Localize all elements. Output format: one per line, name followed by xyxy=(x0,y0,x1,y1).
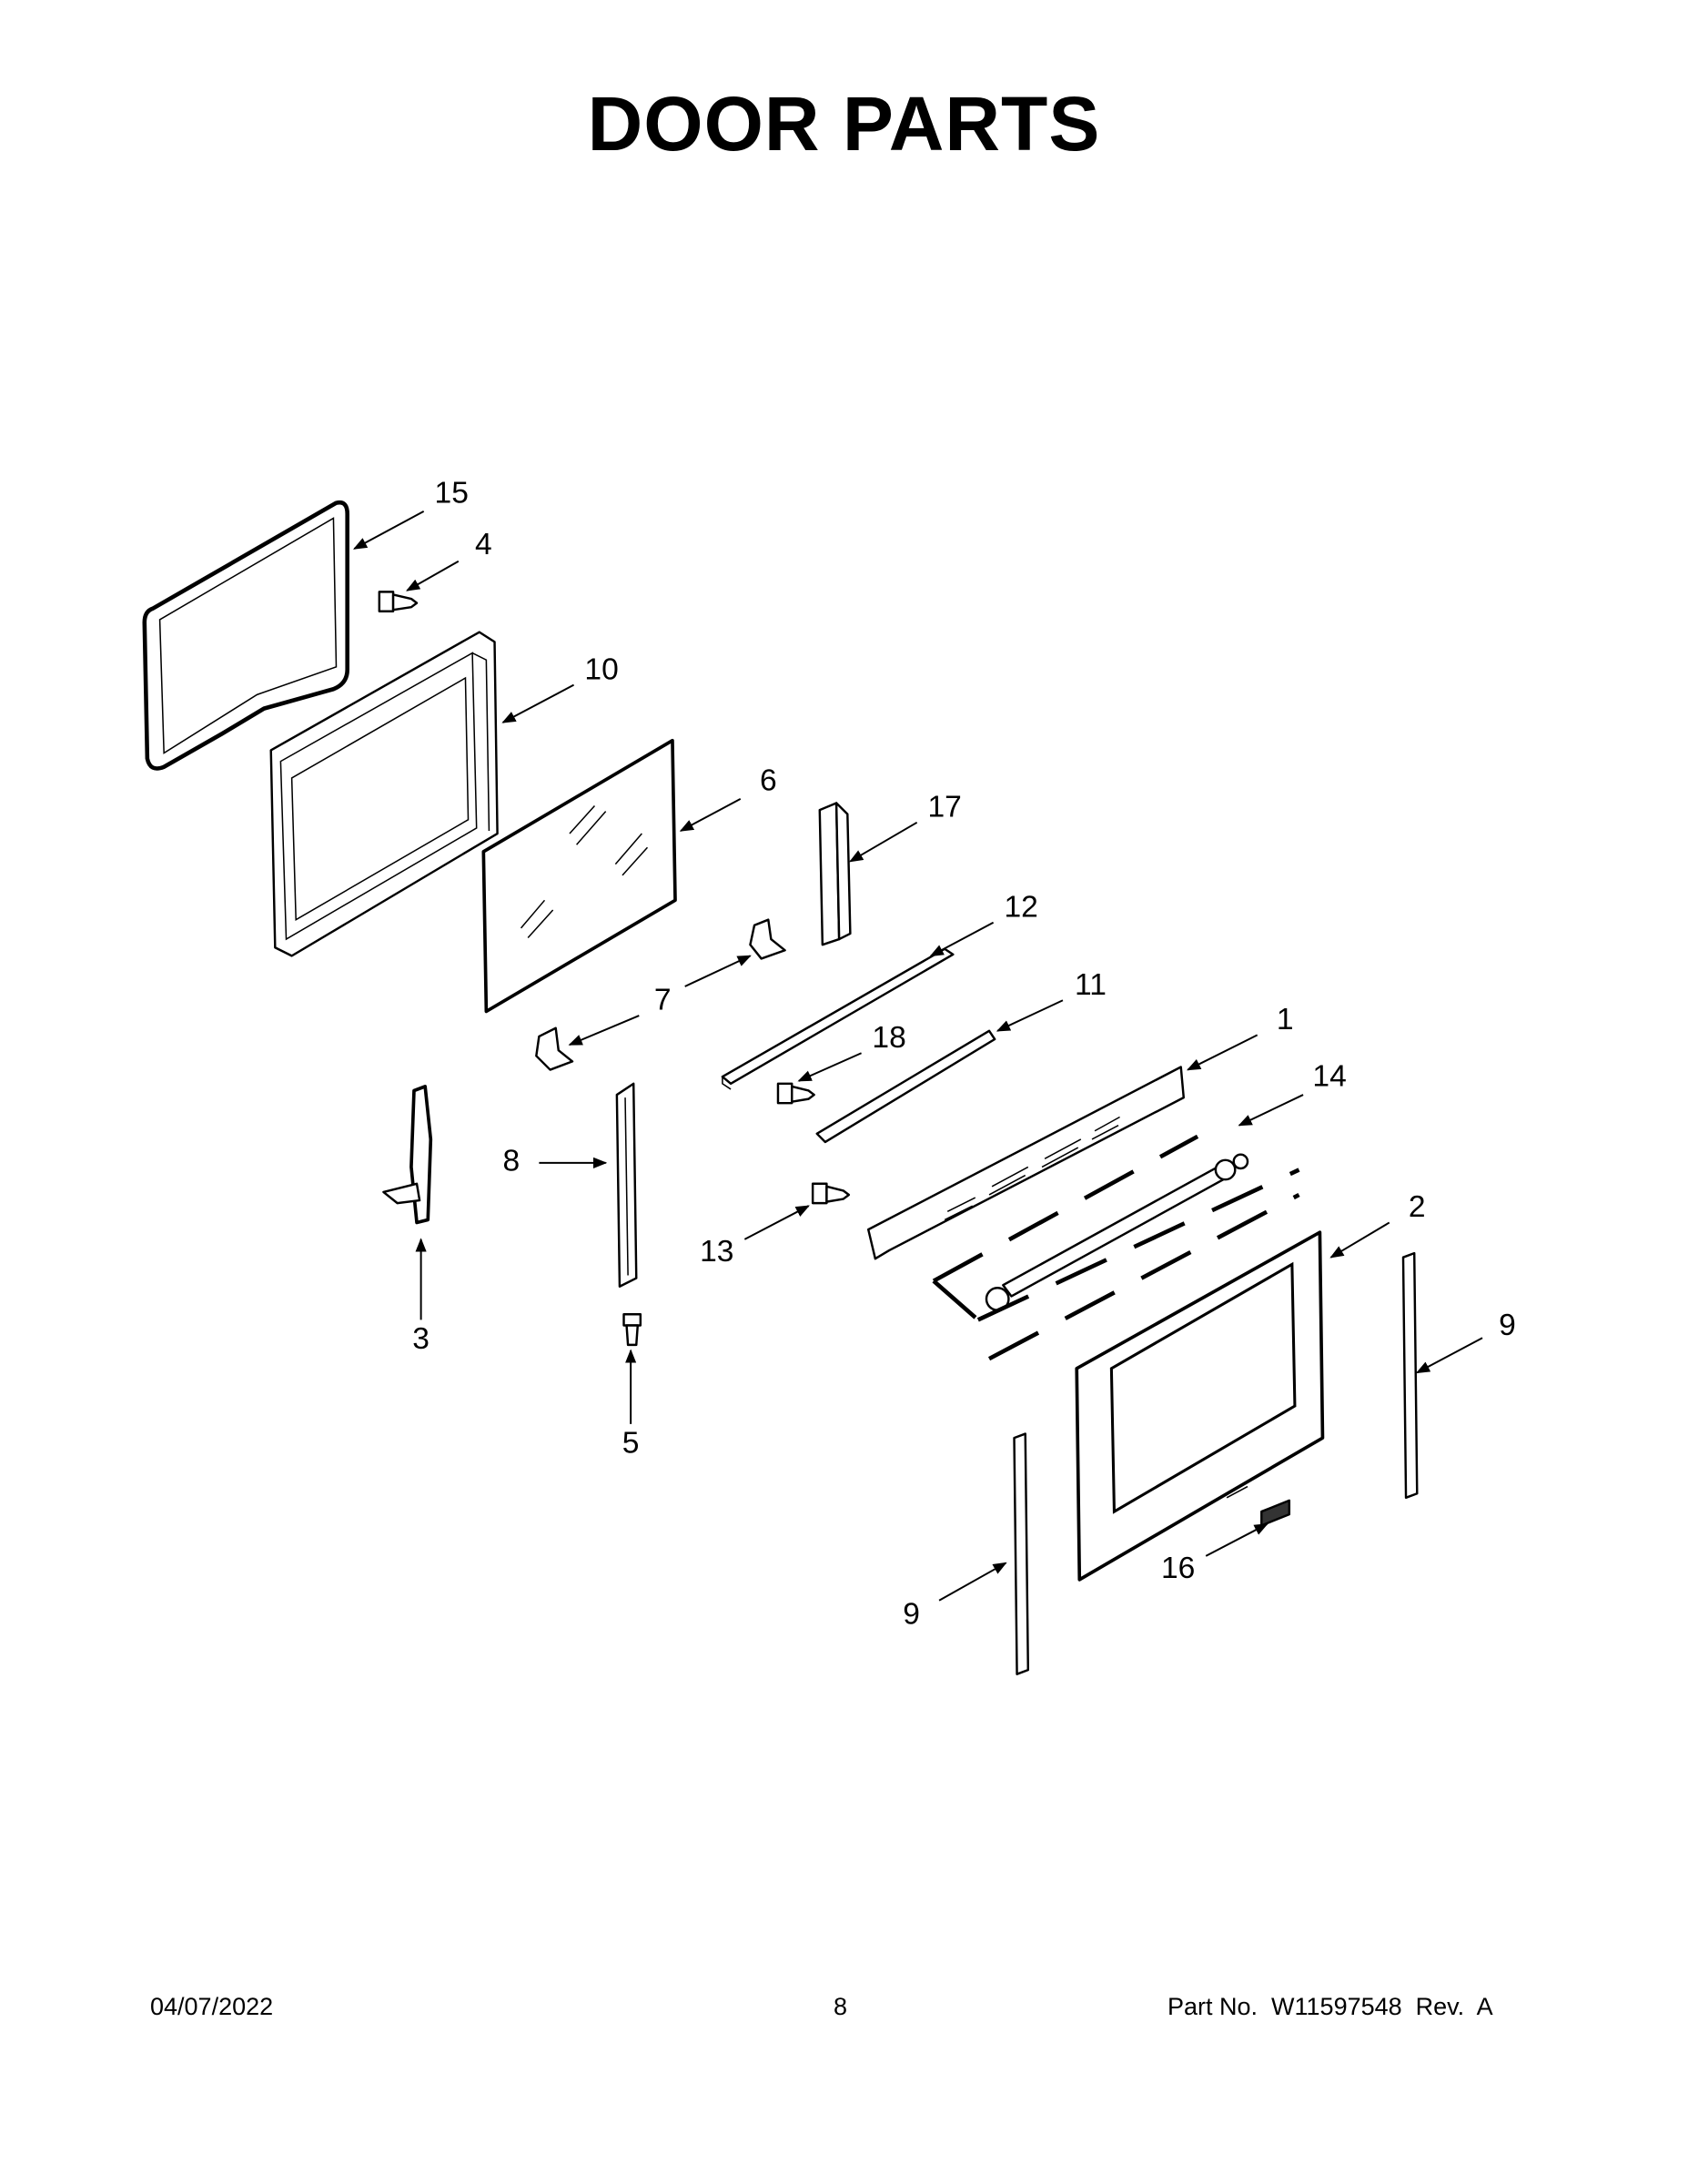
callout-9-right: 9 xyxy=(1499,1309,1516,1342)
callout-1: 1 xyxy=(1277,1003,1294,1036)
callout-12: 12 xyxy=(1004,890,1037,924)
hinge-receptacle-part xyxy=(615,1082,638,1288)
callout-13: 13 xyxy=(700,1235,733,1269)
inner-door-frame-part xyxy=(269,631,499,957)
door-gasket-part xyxy=(142,500,349,771)
glass-clip-part xyxy=(535,918,786,1071)
callout-10: 10 xyxy=(584,652,618,686)
callout-8: 8 xyxy=(503,1145,521,1178)
callout-17: 17 xyxy=(928,790,962,824)
screw-part-5 xyxy=(622,1313,642,1347)
callout-16: 16 xyxy=(1161,1552,1195,1585)
callout-18: 18 xyxy=(872,1021,905,1055)
footer-part-number: Part No. W11597548 Rev. A xyxy=(1167,1993,1493,2020)
badge-part xyxy=(1260,1499,1291,1527)
callout-9-left: 9 xyxy=(903,1597,920,1631)
callout-7: 7 xyxy=(654,984,672,1017)
callout-6: 6 xyxy=(760,763,777,797)
screw-part-13 xyxy=(811,1182,851,1205)
callout-2: 2 xyxy=(1409,1190,1426,1224)
rail-part-11 xyxy=(815,1029,996,1144)
callout-15: 15 xyxy=(435,476,469,510)
leader-arrows xyxy=(352,510,1483,1602)
side-trim-part xyxy=(1013,1251,1419,1675)
outer-door-part xyxy=(1075,1230,1325,1582)
spacer-part xyxy=(818,802,852,946)
footer-page-number: 8 xyxy=(834,1993,848,2020)
door-glass-part xyxy=(481,738,677,1014)
screw-part-18 xyxy=(776,1082,815,1105)
page-title: DOOR PARTS xyxy=(587,81,1101,167)
callout-14: 14 xyxy=(1312,1060,1346,1094)
screw-part-4 xyxy=(378,591,419,612)
callout-5: 5 xyxy=(622,1427,640,1461)
dashed-assembly-outline xyxy=(932,1134,1300,1361)
door-channel-part xyxy=(866,1066,1186,1260)
callout-11: 11 xyxy=(1075,968,1107,1002)
door-hinge-part xyxy=(382,1085,433,1225)
callout-4: 4 xyxy=(475,528,492,561)
footer-date: 04/07/2022 xyxy=(150,1993,274,2020)
callout-3: 3 xyxy=(412,1322,430,1356)
rail-part-12 xyxy=(721,947,955,1090)
